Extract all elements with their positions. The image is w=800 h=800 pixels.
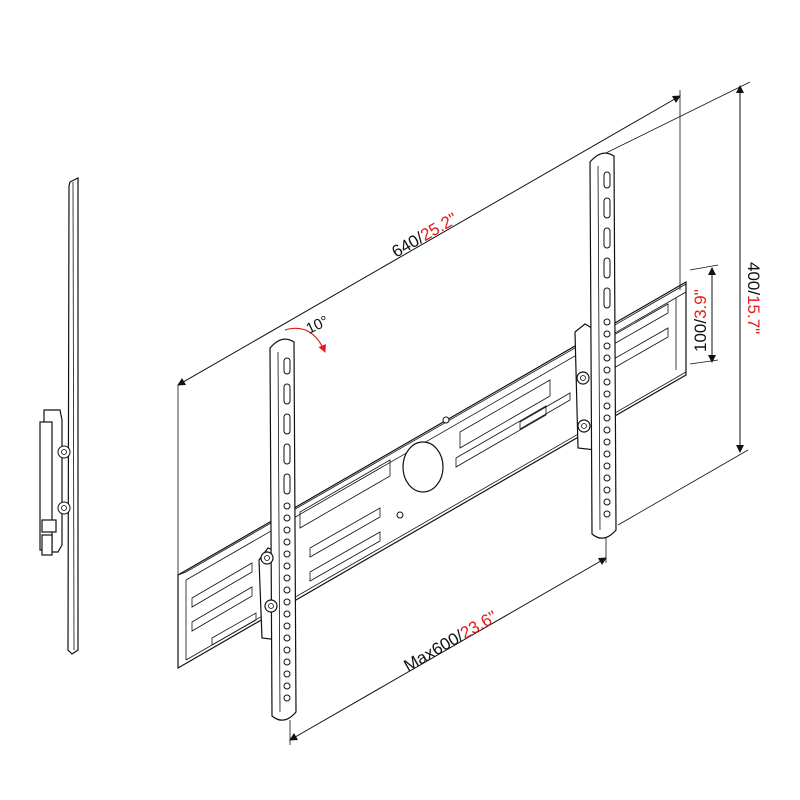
width-label: 640/25.2" — [389, 209, 461, 261]
tilt-label: 10° — [304, 313, 332, 338]
center-hole — [402, 441, 444, 493]
side-profile-view — [39, 177, 79, 655]
left-upper-bolt-icon — [260, 551, 274, 565]
tilt-arc-icon — [284, 327, 326, 353]
left-arm-holes — [283, 502, 291, 702]
max-vesa-dimension-line — [289, 557, 607, 741]
right-lower-bolt-icon — [577, 419, 591, 433]
dimension-lines — [177, 81, 751, 745]
width-dimension-line — [177, 95, 681, 386]
max-vesa-label: Max600/23.6" — [401, 607, 501, 675]
left-lower-bolt-icon — [264, 599, 278, 613]
right-arm-holes — [603, 318, 611, 518]
spacing-label: 100/3.9" — [691, 289, 710, 352]
right-tv-arm — [574, 152, 617, 539]
side-bolt-icon — [57, 445, 71, 459]
right-upper-bolt-icon — [576, 371, 590, 385]
height-label: 400/15.7" — [744, 262, 763, 334]
side-bolt-icon — [57, 501, 71, 515]
